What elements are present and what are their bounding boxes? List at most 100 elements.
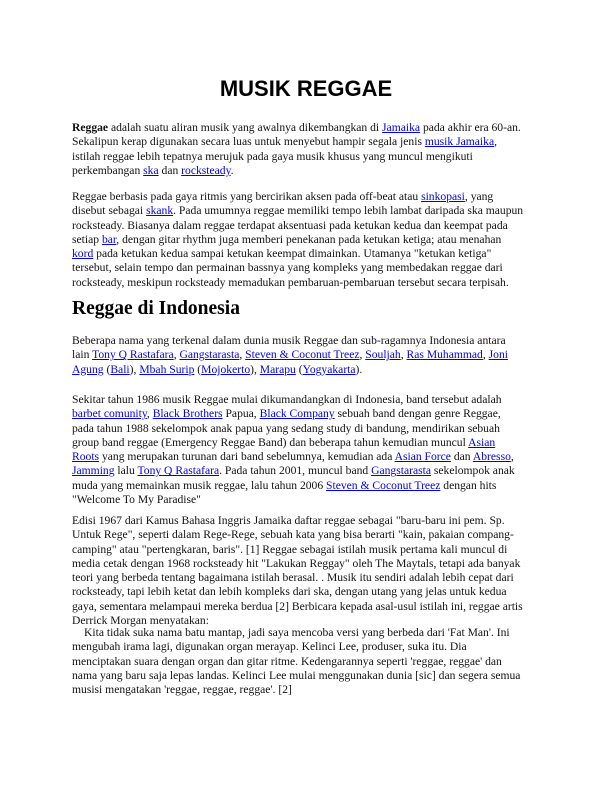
text-span: , [173, 348, 180, 362]
quote-paragraph: Kita tidak suka nama batu mantap, jadi s… [72, 626, 552, 697]
text-span: Sekalipun kerap digunakan secara luas un… [72, 135, 425, 149]
text-span: adalah suatu aliran musik yang awalnya d… [108, 121, 383, 134]
wiki-link[interactable]: Tony Q Rastafara [92, 348, 174, 362]
wiki-link[interactable]: Steven & Coconut Treez [326, 478, 441, 492]
text-span: ), [129, 362, 140, 376]
text-span: pada ketukan kedua sampai ketukan keempa… [93, 247, 492, 261]
wiki-link[interactable]: Asian Force [394, 450, 451, 464]
text-span: , [482, 348, 489, 362]
text-span: pada akhir era 60-an. [420, 121, 521, 134]
text-span: rocksteady, meskipun rocksteady memaduka… [72, 275, 509, 289]
text-span: ( [194, 362, 202, 376]
text-span: Derrick Morgan menyatakan: [72, 614, 209, 628]
text-line: gaya, sementara melampaui mereka berdua … [72, 600, 552, 614]
text-line: pada tahun 1988 sekelompok anak papua ya… [72, 422, 552, 436]
text-span: "Welcome To My Paradise" [72, 493, 201, 507]
text-span: tersebut, selain tempo dan permainan bas… [72, 261, 503, 275]
wiki-link[interactable]: Abresso [472, 450, 511, 464]
wiki-link[interactable]: Agung [72, 362, 104, 376]
text-line: media cetak dengan 1968 rocksteady hit "… [72, 557, 552, 571]
text-line: group band reggae (Emergency Reggae Band… [72, 436, 552, 450]
wiki-link[interactable]: Black Brothers [152, 407, 223, 421]
text-span: . Pada umumnya reggae memiliki tempo leb… [173, 204, 524, 218]
wiki-link[interactable]: Gangstarasta [179, 348, 240, 362]
text-span: mengubah irama lagi, digunakan organ mer… [72, 640, 467, 654]
text-span: dan [450, 450, 473, 464]
text-span: , [146, 407, 153, 421]
wiki-link[interactable]: rocksteady [181, 163, 231, 177]
text-line: Jamming lalu Tony Q Rastafara. Pada tahu… [72, 464, 552, 478]
text-line: menciptakan suara dengan organ dan gitar… [72, 655, 552, 669]
text-line: "Welcome To My Paradise" [72, 493, 552, 507]
wiki-link[interactable]: ska [143, 163, 159, 177]
text-line: musisi mengatakan 'reggae, reggae, regga… [72, 683, 552, 697]
wiki-link[interactable]: sinkopasi [421, 190, 465, 203]
text-span: , [510, 450, 514, 464]
text-span: , [494, 135, 497, 149]
wiki-link[interactable]: Steven & Coconut Treez [245, 348, 360, 362]
text-line: Kita tidak suka nama batu mantap, jadi s… [72, 626, 552, 640]
wiki-link[interactable]: Mbah Surip [139, 362, 195, 376]
text-span: istilah reggae lebih tepatnya merujuk pa… [72, 149, 473, 163]
wiki-link[interactable]: Tony Q Rastafara [137, 464, 220, 478]
text-span: , dengan gitar rhythm juga memberi penek… [116, 232, 502, 246]
wiki-link[interactable]: skank [146, 204, 174, 218]
text-line: Reggae berbasis pada gaya ritmis yang be… [72, 190, 552, 204]
text-line: Sekalipun kerap digunakan secara luas un… [72, 135, 552, 149]
text-span: Edisi 1967 dari Kamus Bahasa Inggris Jam… [72, 514, 505, 527]
wiki-link[interactable]: barbet comunity [72, 407, 147, 421]
text-span: rocksteady. Biasanya dalam reggae terdap… [72, 218, 508, 232]
text-span: , [239, 348, 246, 362]
wiki-link[interactable]: Yogyakarta [302, 362, 356, 376]
wiki-link[interactable]: Jamming [72, 464, 115, 478]
text-span: , [400, 348, 407, 362]
wiki-link[interactable]: Roots [72, 450, 100, 464]
wiki-link[interactable]: Jamaika [382, 121, 421, 134]
text-line: Roots yang merupakan turunan dari band s… [72, 450, 552, 464]
wiki-link[interactable]: kord [72, 247, 94, 261]
text-line: Beberapa nama yang terkenal dalam dunia … [72, 334, 552, 348]
text-line: mengubah irama lagi, digunakan organ mer… [72, 640, 552, 654]
text-line: tersebut, selain tempo dan permainan bas… [72, 261, 552, 275]
wiki-link[interactable]: Gangstarasta [371, 464, 431, 478]
text-line: barbet comunity, Black Brothers Papua, B… [72, 407, 552, 421]
text-span: menciptakan suara dengan organ dan gitar… [72, 654, 502, 668]
text-span: Reggae berbasis pada gaya ritmis yang be… [72, 190, 422, 203]
text-span: camping" atau "pertengkaran, baris". [1]… [72, 542, 508, 556]
wiki-link[interactable]: Mojokerto [201, 362, 251, 376]
text-span: , [359, 348, 366, 362]
text-span: ( [103, 362, 111, 376]
text-line: lain Tony Q Rastafara, Gangstarasta, Ste… [72, 348, 552, 362]
intro-paragraph: Reggae adalah suatu aliran musik yang aw… [72, 121, 552, 178]
text-line: Untuk Rege", seperti dalam Rege-Rege, se… [72, 528, 552, 542]
text-line: Sekitar tahun 1986 musik Reggae mulai di… [72, 393, 552, 407]
text-span: Papua, [222, 407, 260, 421]
text-span: Beberapa nama yang terkenal dalam dunia … [72, 334, 506, 347]
wiki-link[interactable]: Marapu [259, 362, 296, 376]
text-line: kord pada ketukan kedua sampai ketukan k… [72, 247, 552, 261]
wiki-link[interactable]: Ras Muhammad [406, 348, 483, 362]
wiki-link[interactable]: Bali [110, 362, 130, 376]
page-title: MUSIK REGGAE [219, 76, 393, 101]
wiki-link[interactable]: Souljah [365, 348, 401, 362]
text-span: dengan hits [440, 478, 497, 492]
text-line: camping" atau "pertengkaran, baris". [1]… [72, 543, 552, 557]
wiki-link[interactable]: Black Company [259, 407, 335, 421]
text-span: lalu [114, 464, 138, 478]
text-span: . Pada tahun 2001, muncul band [219, 464, 372, 478]
wiki-link[interactable]: bar [101, 232, 117, 246]
text-span: perkembangan [72, 163, 144, 177]
wiki-link[interactable]: Asian [468, 435, 496, 449]
history-paragraph: Sekitar tahun 1986 musik Reggae mulai di… [72, 393, 552, 507]
text-span: media cetak dengan 1968 rocksteady hit "… [72, 556, 521, 570]
text-span: rocksteady, tapi lebih ketat dan lebih k… [72, 585, 507, 599]
wiki-link[interactable]: Joni [488, 348, 508, 362]
text-line: Derrick Morgan menyatakan: [72, 614, 552, 628]
text-line: rocksteady. Biasanya dalam reggae terdap… [72, 219, 552, 233]
text-span: , yang [464, 190, 494, 203]
text-span: setiap [72, 232, 102, 246]
text-span: teori yang berbeda tentang bagaimana ist… [72, 571, 514, 585]
text-span: sebuah band dengan genre Reggae, [334, 407, 501, 421]
text-span: ), [250, 362, 260, 376]
wiki-link[interactable]: musik Jamaika [424, 135, 495, 149]
